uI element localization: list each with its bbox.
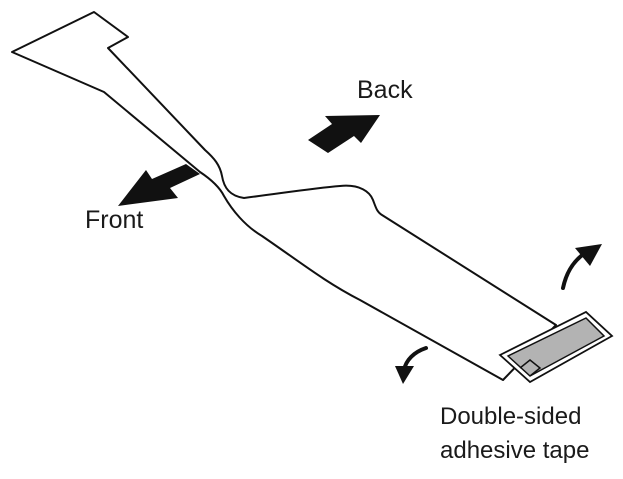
curved-arrow-up-icon [561,251,587,290]
label-tape-line1: Double-sided [440,403,582,430]
curved-arrow-up-head-icon [575,244,602,266]
label-front: Front [85,206,144,234]
curved-arrow-down-head-icon [395,366,414,384]
label-adhesive-tape: Double-sided adhesive tape [440,400,589,468]
back-arrow-icon [308,115,380,153]
tape-peel-corner [519,359,542,377]
front-arrow-icon [118,164,200,206]
label-tape-line2: adhesive tape [440,437,590,464]
flex-strip-outline [11,11,557,381]
label-back: Back [357,76,413,104]
